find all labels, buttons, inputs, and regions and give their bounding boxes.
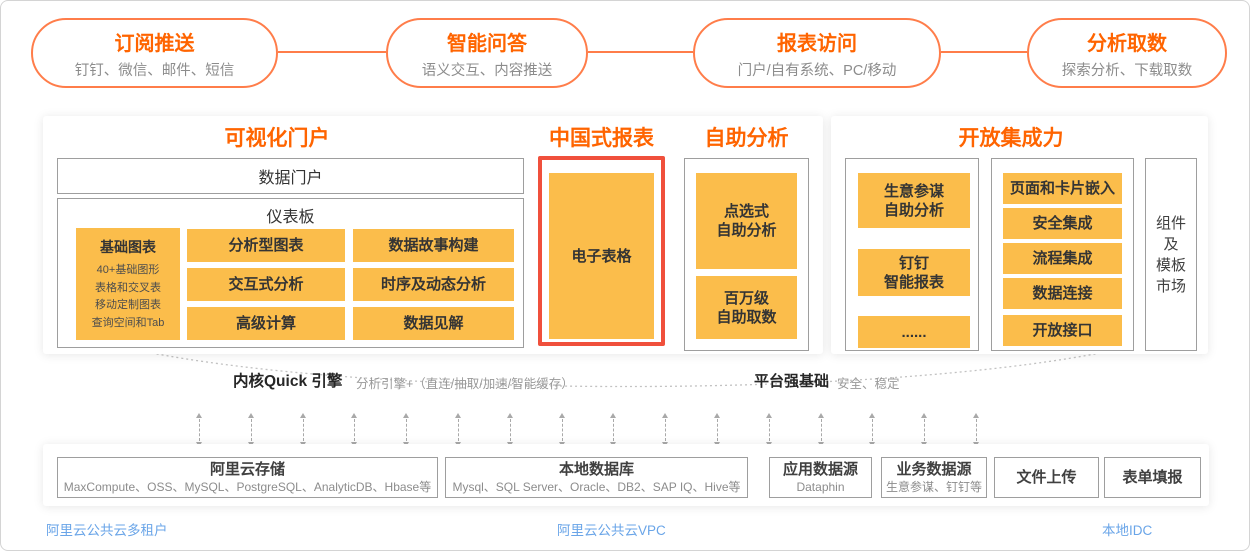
basic-chart-item: 查询空间和Tab xyxy=(91,316,165,329)
datasource-business-source: 业务数据源 生意参谋、钉钉等 xyxy=(881,457,987,498)
card-interactive-analysis: 交互式分析 xyxy=(187,268,345,301)
datasource-title: 文件上传 xyxy=(1016,469,1077,486)
double-arrow-icon xyxy=(351,413,358,447)
arrows-row xyxy=(196,413,979,447)
double-arrow-icon xyxy=(403,413,410,447)
double-arrow-icon xyxy=(299,413,306,447)
basic-chart-item: 40+基础图形 xyxy=(96,264,160,276)
section-title-visual-portal: 可视化门户 xyxy=(224,127,330,150)
section-title-china-report: 中国式报表 xyxy=(549,127,654,150)
box-data-portal: 数据门户 xyxy=(57,158,524,194)
basic-charts-items: 40+基础图形 表格和交叉表 移动定制图表 查询空间和Tab xyxy=(76,262,180,332)
card-time-series: 时序及动态分析 xyxy=(353,268,514,301)
card-million-fetch: 百万级 自助取数 xyxy=(696,276,797,339)
env-label-public-vpc: 阿里云公共云VPC xyxy=(557,523,666,538)
dashboard-label: 仪表板 xyxy=(266,209,315,226)
card-advanced-calc: 高级计算 xyxy=(187,307,345,340)
basic-chart-item: 表格和交叉表 xyxy=(95,281,161,294)
box-component-template-market: 组件 及 模板 市场 xyxy=(1145,158,1197,351)
card-data-connect: 数据连接 xyxy=(1003,278,1122,309)
double-arrow-icon xyxy=(610,413,617,447)
double-arrow-icon xyxy=(454,413,461,447)
datasource-subtitle: Mysql、SQL Server、Oracle、DB2、SAP IQ、Hive等 xyxy=(452,480,741,494)
platform-base-desc: 安全、稳定 xyxy=(837,377,900,391)
double-arrow-icon xyxy=(869,413,876,447)
engine-kernel-title: 内核Quick 引擎 xyxy=(233,373,343,390)
double-arrow-icon xyxy=(817,413,824,447)
card-basic-charts: 基础图表 40+基础图形 表格和交叉表 移动定制图表 查询空间和Tab xyxy=(76,228,180,340)
datasource-title: 本地数据库 xyxy=(558,461,634,478)
datasource-title: 应用数据源 xyxy=(782,461,858,478)
datasource-file-upload: 文件上传 xyxy=(994,457,1099,498)
section-title-open-integration: 开放集成力 xyxy=(958,127,1064,150)
card-more-ellipsis: ...... xyxy=(858,316,970,348)
datasource-title: 阿里云存储 xyxy=(209,461,285,478)
datasource-subtitle: MaxCompute、OSS、MySQL、PostgreSQL、Analytic… xyxy=(63,480,432,494)
double-arrow-icon xyxy=(713,413,720,447)
card-analytic-charts: 分析型图表 xyxy=(187,229,345,262)
pill-title: 订阅推送 xyxy=(114,32,195,55)
double-arrow-icon xyxy=(558,413,565,447)
flow-pill-qa: 智能问答 语义交互、内容推送 xyxy=(386,18,588,88)
datasource-title: 表单填报 xyxy=(1122,469,1183,486)
datasource-aliyun-storage: 阿里云存储 MaxCompute、OSS、MySQL、PostgreSQL、An… xyxy=(57,457,438,498)
datasource-title: 业务数据源 xyxy=(896,461,972,478)
pill-connector-line xyxy=(588,51,693,53)
data-portal-label: 数据门户 xyxy=(258,170,323,187)
pill-connector-line xyxy=(278,51,386,53)
pill-subtitle: 探索分析、下载取数 xyxy=(1061,62,1193,79)
card-click-self-analysis: 点选式 自助分析 xyxy=(696,173,797,269)
double-arrow-icon xyxy=(662,413,669,447)
pill-title: 分析取数 xyxy=(1087,32,1167,55)
basic-chart-item: 移动定制图表 xyxy=(95,299,161,311)
flow-pill-report-access: 报表访问 门户/自有系统、PC/移动 xyxy=(693,18,941,88)
platform-base-title: 平台强基础 xyxy=(754,373,830,390)
card-data-insight: 数据见解 xyxy=(353,307,514,340)
env-label-public-multitenant: 阿里云公共云多租户 xyxy=(46,523,168,538)
double-arrow-icon xyxy=(247,413,254,447)
datasource-subtitle: 生意参谋、钉钉等 xyxy=(885,480,982,494)
double-arrow-icon xyxy=(972,413,979,447)
card-open-api: 开放接口 xyxy=(1003,315,1122,346)
flow-pill-analysis-fetch: 分析取数 探索分析、下载取数 xyxy=(1027,18,1227,88)
pill-title: 报表访问 xyxy=(777,32,857,55)
flow-pill-subscribe: 订阅推送 钉钉、微信、邮件、短信 xyxy=(31,18,278,88)
card-page-embed: 页面和卡片嵌入 xyxy=(1003,173,1122,204)
card-dingtalk-report: 钉钉 智能报表 xyxy=(858,249,970,296)
datasource-form-fill: 表单填报 xyxy=(1104,457,1201,498)
datasource-app-source: 应用数据源 Dataphin xyxy=(769,457,872,498)
pill-subtitle: 钉钉、微信、邮件、短信 xyxy=(74,62,235,79)
pill-connector-line xyxy=(941,51,1027,53)
double-arrow-icon xyxy=(765,413,772,447)
double-arrow-icon xyxy=(506,413,513,447)
card-process-integration: 流程集成 xyxy=(1003,243,1122,274)
card-security-integration: 安全集成 xyxy=(1003,208,1122,239)
basic-charts-title: 基础图表 xyxy=(100,239,156,255)
datasource-local-db: 本地数据库 Mysql、SQL Server、Oracle、DB2、SAP IQ… xyxy=(445,457,748,498)
datasource-subtitle: Dataphin xyxy=(796,480,845,494)
card-spreadsheet: 电子表格 xyxy=(549,173,654,339)
env-label-local-idc: 本地IDC xyxy=(1102,523,1153,538)
double-arrow-icon xyxy=(921,413,928,447)
double-arrow-icon xyxy=(196,413,202,447)
pill-subtitle: 语义交互、内容推送 xyxy=(421,62,553,79)
section-title-self-service: 自助分析 xyxy=(704,127,789,150)
pill-subtitle: 门户/自有系统、PC/移动 xyxy=(737,62,897,79)
card-sycm-analysis: 生意参谋 自助分析 xyxy=(858,173,970,228)
card-data-story: 数据故事构建 xyxy=(353,229,514,262)
pill-title: 智能问答 xyxy=(447,32,527,55)
engine-kernel-desc: 分析引擎+（直连/抽取/加速/智能缓存） xyxy=(356,377,574,391)
